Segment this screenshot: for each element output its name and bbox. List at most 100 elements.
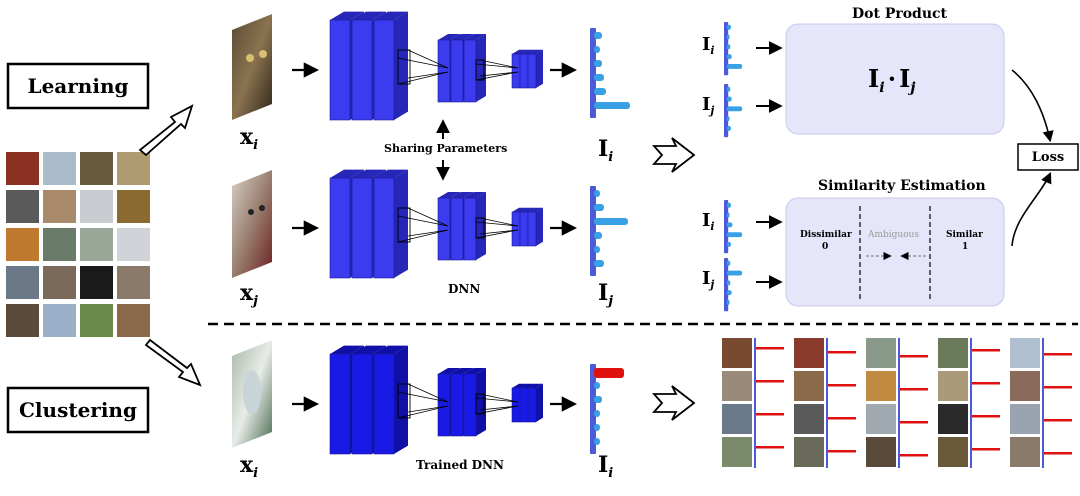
indicator-bar-3 — [726, 280, 731, 286]
conv3-slab-3-front — [527, 387, 537, 423]
cluster-5-indicator-stem — [1042, 338, 1044, 468]
receptive-line-b-2 — [479, 71, 519, 77]
cluster-4-indicator-bar-1 — [972, 349, 1000, 352]
small-label-ij-sim: Ij — [702, 268, 715, 291]
similar-value: 1 — [962, 242, 969, 252]
dataset-thumb-1-1 — [6, 152, 39, 185]
indicator-bar-1 — [726, 86, 731, 92]
indicator-bar-4 — [594, 410, 600, 417]
dot-product-title: Dot Product — [852, 6, 948, 22]
similarity-title: Similarity Estimation — [818, 178, 986, 194]
conv1-slab-3-front — [373, 19, 395, 121]
indicator-feature-test — [590, 364, 624, 454]
small-label-ij-dot: Ij — [702, 94, 715, 117]
indicator-bar-2 — [726, 34, 730, 40]
receptive-line-b-4 — [475, 71, 519, 81]
conv3-slab-2-top — [520, 207, 535, 212]
dataset-thumb-4-2 — [43, 266, 76, 299]
cluster-5-indicator-bar-4 — [1044, 452, 1072, 455]
indicator-bar-4 — [726, 116, 730, 122]
conv3-slab-1-top — [512, 383, 527, 388]
kernel-box-small — [475, 59, 485, 81]
cluster-2-image-4 — [794, 437, 824, 467]
indicator-stem — [724, 22, 729, 76]
cluster-2-indicator-bar-1 — [828, 351, 856, 354]
dataset-thumb-5-1 — [6, 304, 39, 337]
conv1-slab-2-top — [352, 169, 386, 178]
indicator-bar-3 — [726, 44, 731, 50]
indicator-bar-2 — [726, 270, 743, 276]
dataset-thumb-5-4 — [117, 304, 150, 337]
indicator-bar-2 — [594, 204, 604, 211]
cluster-3-indicator-stem — [898, 338, 900, 468]
conv3-slab-3-side — [536, 49, 543, 88]
cluster-1-indicator-bar-2 — [756, 380, 784, 383]
input-image-test — [232, 340, 272, 448]
conv3-slab-3-top — [528, 49, 543, 54]
conv1-slab-1-front — [329, 19, 351, 121]
conv1-slab-3-side — [394, 169, 408, 278]
cluster-5-indicator-bar-1 — [1044, 353, 1072, 356]
cluster-4-indicator-stem — [970, 338, 972, 468]
receptive-line-b-2 — [479, 405, 519, 411]
conv1-slab-1-top — [330, 345, 364, 354]
input-image-xj — [232, 170, 272, 278]
similar-label: Similar — [946, 230, 983, 240]
receptive-line-b-3 — [475, 221, 519, 227]
kernel-box — [397, 383, 411, 419]
cluster-result-grid — [722, 338, 1072, 468]
conv2-slab-3-side — [476, 368, 486, 436]
small-indicator-ii-sim — [724, 200, 743, 254]
conv2-slab-1-top — [438, 34, 460, 40]
cluster-3-indicator-bar-2 — [900, 388, 928, 391]
receptive-line-b-1 — [479, 217, 519, 227]
indicator-bar-5 — [594, 424, 600, 431]
conv1-slab-1-top — [330, 169, 364, 178]
sharing-parameters-label: Sharing Parameters — [384, 142, 508, 155]
conv2-slab-3-front — [463, 39, 477, 103]
receptive-line-b-4 — [475, 405, 519, 415]
conv3-slab-2-top — [520, 383, 535, 388]
receptive-line-4 — [397, 71, 449, 85]
dataset-thumb-5-2 — [43, 304, 76, 337]
cluster-4-image-3 — [938, 404, 968, 434]
dataset-thumb-3-2 — [43, 228, 76, 261]
receptive-line-b-3 — [475, 397, 519, 403]
receptive-line-3 — [397, 57, 449, 69]
cnn-bottom-trained — [329, 345, 543, 455]
cluster-3-indicator-bar-4 — [900, 454, 928, 457]
dataset-thumb-3-4 — [117, 228, 150, 261]
conv3-slab-3-front — [527, 211, 537, 247]
indicator-bar-highlight — [594, 368, 624, 378]
arrow-dot-to-loss — [1011, 69, 1054, 143]
dot-product-panel — [785, 23, 1005, 135]
conv2-slab-1-front — [437, 197, 451, 261]
cluster-4-image-4 — [938, 437, 968, 467]
dataset-thumb-5-3 — [80, 304, 113, 337]
indicator-bar-2 — [594, 46, 600, 53]
indicator-feature-ii — [590, 28, 630, 118]
indicator-bar-6 — [594, 260, 604, 267]
cluster-2-indicator-bar-4 — [828, 450, 856, 453]
indicator-bar-2 — [594, 382, 600, 389]
cluster-3-indicator-bar-1 — [900, 355, 928, 358]
ambiguous-label: Ambiguous — [868, 230, 920, 240]
conv3-slab-1-top — [512, 207, 527, 212]
conv2-slab-3-side — [476, 34, 486, 102]
conv3-slab-2-front — [519, 53, 529, 89]
conv2-slab-2-top — [451, 192, 473, 198]
similarity-panel — [785, 197, 1005, 307]
dataset-thumb-1-4 — [117, 152, 150, 185]
conv2-slab-3-front — [463, 373, 477, 437]
conv1-slab-3-top — [374, 345, 408, 354]
cluster-2-image-3 — [794, 404, 824, 434]
cnn-top — [329, 11, 543, 121]
cluster-2-indicator-stem — [826, 338, 828, 468]
dataset-thumb-3-1 — [6, 228, 39, 261]
kernel-box-small — [475, 217, 485, 239]
kernel-box — [397, 49, 411, 85]
indicator-bar-1 — [594, 190, 600, 197]
cluster-3-indicator-bar-3 — [900, 421, 928, 424]
indicator-bar-2 — [726, 96, 732, 102]
conv2-slab-3-front — [463, 197, 477, 261]
